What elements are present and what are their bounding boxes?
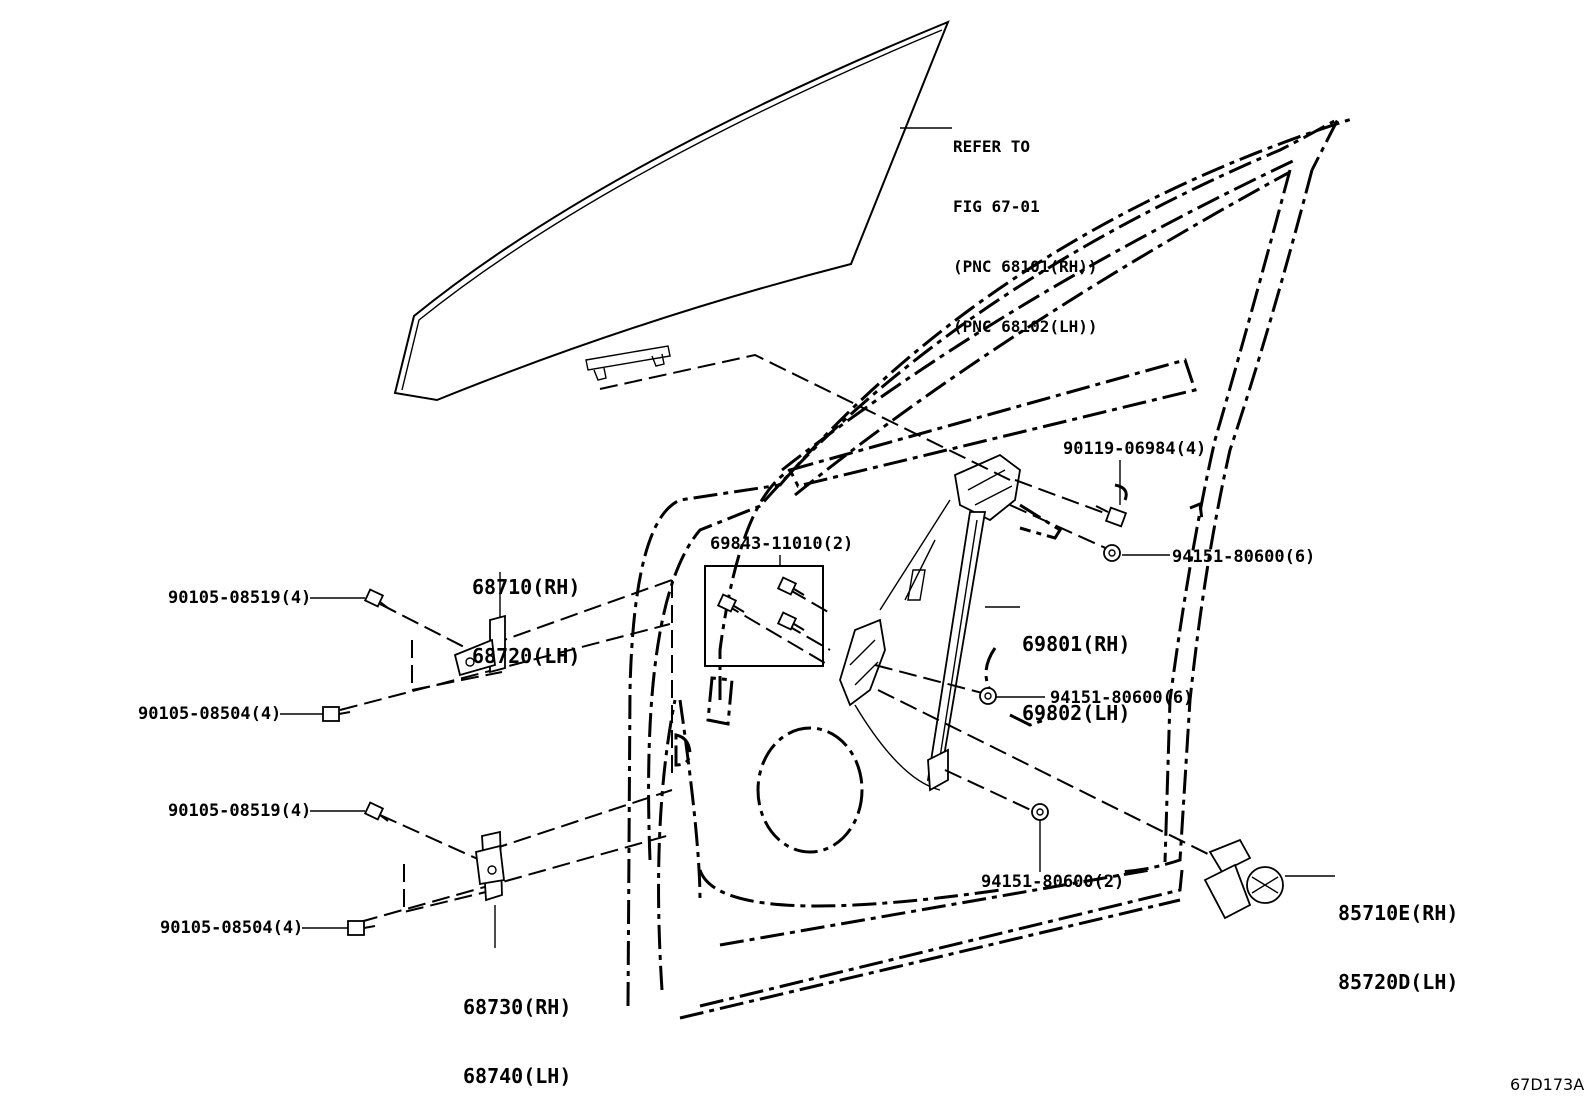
door-panel-outline <box>626 115 1356 1020</box>
bolt-90105-08519-lower <box>363 801 389 822</box>
upper-hinge <box>453 614 506 677</box>
label-69802: 69802(LH) <box>1022 701 1131 725</box>
label-90105-08519-lower: 90105-08519(4) <box>168 801 312 821</box>
bolt-90105-08504-upper <box>322 706 351 722</box>
label-90119-06984: 90119-06984(4) <box>1063 439 1207 459</box>
label-68710-68720: 68710(RH) 68720(LH) <box>472 530 580 691</box>
nut-94151-80600-b <box>979 687 997 705</box>
reference-note-line-4: (PNC 68102(LH)) <box>953 317 1098 336</box>
reference-note: REFER TO FIG 67-01 (PNC 68101(RH)) (PNC … <box>953 97 1098 357</box>
label-68720: 68720(LH) <box>472 644 581 668</box>
label-68730: 68730(RH) <box>463 995 572 1019</box>
label-90105-08504-lower: 90105-08504(4) <box>160 918 304 938</box>
label-69843-11010: 69843-11010(2) <box>710 534 854 554</box>
figure-id: 67D173A <box>1510 1075 1585 1094</box>
label-85710-85720: 85710E(RH) 85720D(LH) <box>1338 856 1458 1017</box>
bolt-69843-c <box>776 611 805 631</box>
bolt-90105-08504-lower <box>347 920 376 936</box>
label-94151-80600-2: 94151-80600(2) <box>981 872 1125 892</box>
window-regulator <box>839 453 1021 792</box>
label-94151-80600-6-upper: 94151-80600(6) <box>1172 547 1316 567</box>
label-68740: 68740(LH) <box>463 1064 572 1088</box>
label-90105-08519-upper: 90105-08519(4) <box>168 588 312 608</box>
solid-leaders <box>280 460 1335 948</box>
label-69801-69802: 69801(RH) 69802(LH) <box>1022 587 1130 748</box>
label-68710: 68710(RH) <box>472 575 581 599</box>
reference-note-line-3: (PNC 68101(RH)) <box>953 257 1098 276</box>
nut-94151-80600-c <box>1031 803 1049 821</box>
leader-lines <box>339 353 1231 923</box>
label-94151-80600-6-lower: 94151-80600(6) <box>1050 688 1194 708</box>
fasteners <box>322 505 1128 936</box>
bolt-69843-b <box>776 576 805 596</box>
door-glass <box>393 20 952 402</box>
bolt-90105-08519-upper <box>363 588 389 609</box>
bolt-90119-06984 <box>1095 505 1128 528</box>
reference-note-line-1: REFER TO <box>953 137 1031 156</box>
bolt-group-box <box>704 565 824 667</box>
label-68730-68740: 68730(RH) 68740(LH) <box>463 950 571 1111</box>
label-85710e: 85710E(RH) <box>1338 901 1459 925</box>
label-69801: 69801(RH) <box>1022 632 1131 656</box>
label-85720d: 85720D(LH) <box>1338 970 1459 994</box>
nut-94151-80600-a <box>1103 544 1121 562</box>
reference-note-line-2: FIG 67-01 <box>953 197 1040 216</box>
bolt-69843-a <box>716 593 745 613</box>
label-90105-08504-upper: 90105-08504(4) <box>138 704 282 724</box>
regulator-motor <box>1203 838 1284 920</box>
lower-hinge <box>475 830 505 902</box>
